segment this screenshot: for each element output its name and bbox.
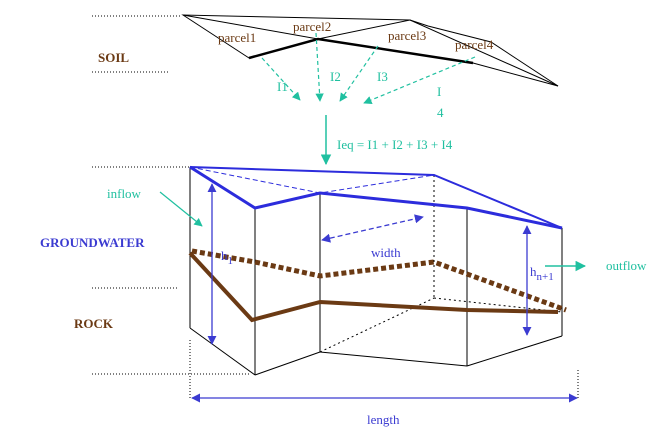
hn-label: hn+1 (530, 264, 554, 283)
hidden-base-2 (433, 297, 563, 313)
h1-label-base: h (221, 248, 228, 263)
dimension-labels: h1 hn+1 width length (221, 245, 554, 427)
water-table-internal (189, 166, 435, 194)
width-arrow (321, 214, 424, 243)
level-guides (92, 15, 579, 398)
i4-label-part2: 4 (437, 105, 444, 120)
soil-surface (181, 14, 559, 87)
groundwater-level (191, 248, 567, 313)
front-bottom-3 (466, 335, 563, 367)
soil-label: SOIL (98, 50, 129, 65)
h1-label-sub: 1 (228, 255, 234, 267)
hn-label-base: h (530, 264, 537, 279)
width-label: width (371, 245, 401, 260)
i3-label: I3 (377, 69, 388, 84)
zone-labels: SOIL GROUNDWATER ROCK (40, 50, 145, 331)
groundwater-label: GROUNDWATER (40, 235, 145, 250)
parcel3-label: parcel3 (388, 28, 426, 43)
water-table-top (189, 165, 563, 230)
front-bottom-2 (319, 351, 468, 367)
i4-arrow (363, 56, 476, 104)
aquifer-block (189, 167, 563, 376)
parcel-boundaries (182, 14, 559, 87)
i3-arrow (339, 45, 379, 102)
i2-label: I2 (330, 69, 341, 84)
soil-front-edge (248, 37, 474, 65)
length-label: length (367, 412, 400, 427)
i1-arrow (261, 57, 301, 101)
bedrock-line (188, 251, 559, 323)
rock-label: ROCK (74, 316, 114, 331)
water-table-back (189, 166, 563, 229)
infiltration-arrows (261, 32, 476, 104)
infiltration-labels: I1 I2 I3 I 4 Ieq = I1 + I2 + I3 + I4 (277, 69, 453, 152)
parcel4-label: parcel4 (455, 37, 494, 52)
front-bottom-1 (254, 351, 321, 376)
h1-label: h1 (221, 248, 233, 267)
soil-outline (181, 14, 559, 87)
inflow-label: inflow (107, 186, 142, 201)
inflow-arrow (159, 191, 203, 227)
outflow-label: outflow (606, 258, 647, 273)
parcel2-label: parcel2 (293, 19, 331, 34)
parcel-labels: parcel1 parcel2 parcel3 parcel4 (218, 19, 494, 52)
water-table-front (189, 165, 563, 230)
i4-label-part1: I (437, 84, 441, 99)
parcel1-label: parcel1 (218, 30, 256, 45)
i2-arrow (315, 32, 324, 102)
ieq-equation: Ieq = I1 + I2 + I3 + I4 (337, 137, 453, 152)
hn-label-sub: n+1 (537, 271, 554, 283)
back-bottom-edge (189, 327, 256, 376)
i1-label: I1 (277, 79, 288, 94)
